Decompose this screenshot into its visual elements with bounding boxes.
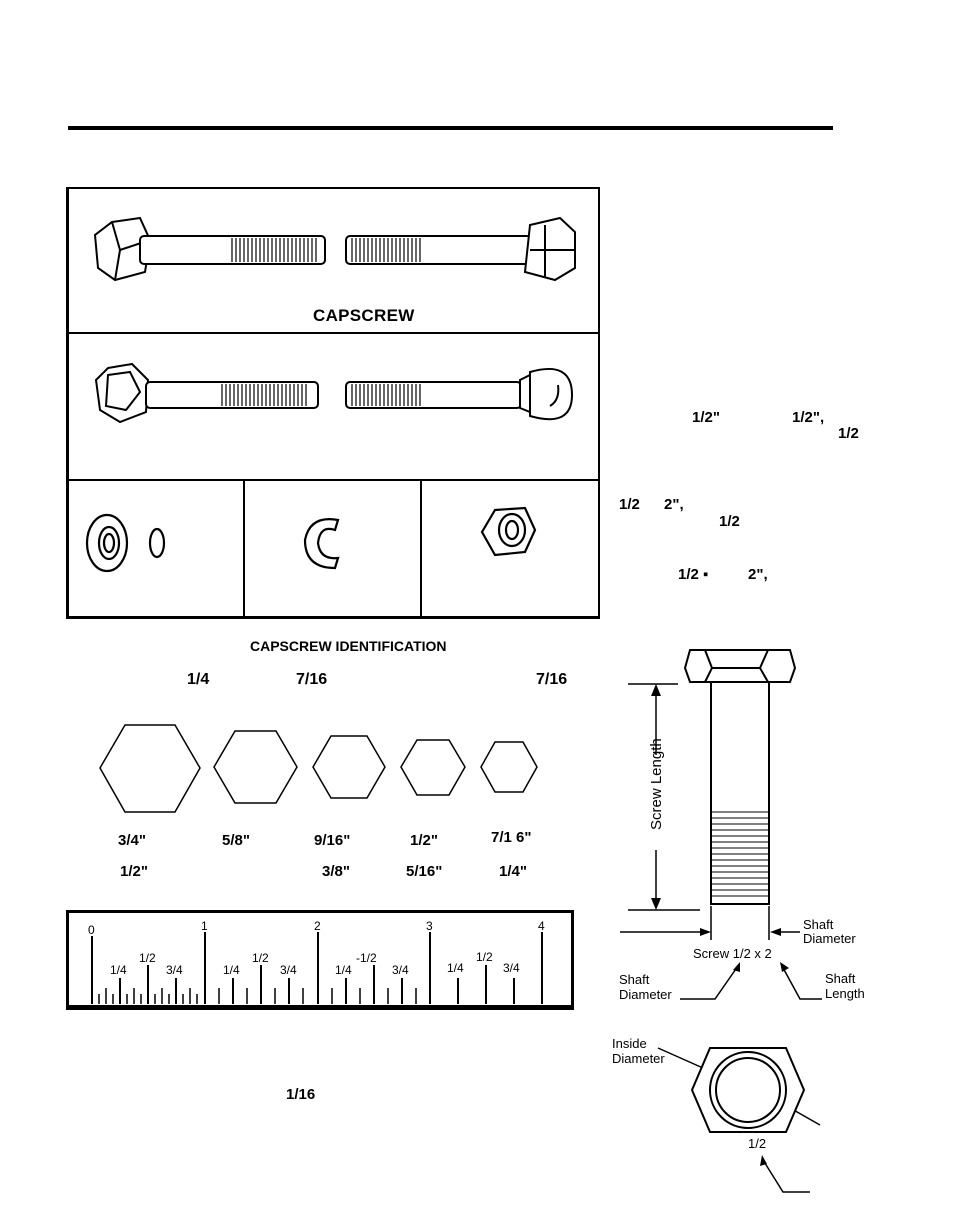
nut-size-label: 1/2 xyxy=(748,1136,767,1151)
ruler-sub-3-half: -1/2 xyxy=(356,951,377,965)
ruler-sub-1-quarter: 1/4 xyxy=(110,963,127,977)
ruler-sub-1-three-quarter: 3/4 xyxy=(166,963,183,977)
ruler-sub-3-quarter: 1/4 xyxy=(335,963,352,977)
hex-size-top-2: 5/8" xyxy=(222,832,250,849)
panel-divider-1 xyxy=(69,332,598,334)
panel-divider-v1 xyxy=(243,480,245,616)
shaft-diameter-right-line1: Shaft xyxy=(803,917,834,932)
right-frac-b: 1/2", xyxy=(792,409,825,426)
shaft-diameter-left-line1: Shaft xyxy=(619,972,650,987)
ident-frac-1: 1/4 xyxy=(187,671,210,688)
ruler-inch-1: 1 xyxy=(201,919,208,933)
ruler-sub-4-quarter: 1/4 xyxy=(447,961,464,975)
ruler-sub-2-quarter: 1/4 xyxy=(223,963,240,977)
right-frac-d: 1/2 xyxy=(619,496,640,513)
screw-size-label: Screw 1/2 x 2 xyxy=(693,946,772,961)
header-rule xyxy=(68,126,833,130)
right-frac-g: 1/2 ▪ xyxy=(678,566,709,583)
shaft-diameter-left-line2: Diameter xyxy=(619,987,672,1002)
ruler-sub-1-half: 1/2 xyxy=(139,951,156,965)
ruler-inch-2: 2 xyxy=(314,919,321,933)
hex-size-top-1: 3/4" xyxy=(118,832,146,849)
hex-size-bottom-1: 1/2" xyxy=(120,863,148,880)
right-frac-c: 1/2 xyxy=(838,425,859,442)
ruler-sub-3-three-quarter: 3/4 xyxy=(392,963,409,977)
ident-frac-3: 7/16 xyxy=(536,671,568,688)
hex-head-3-4 xyxy=(99,724,201,813)
right-frac-f: 1/2 xyxy=(719,513,740,530)
ruler-inch-4: 4 xyxy=(538,919,545,933)
panel-divider-v2 xyxy=(420,480,422,616)
identification-title: CAPSCREW IDENTIFICATION xyxy=(250,638,447,654)
capscrew-label: CAPSCREW xyxy=(313,306,415,325)
inside-diameter-line1: Inside xyxy=(612,1036,647,1051)
ruler-sub-2-three-quarter: 3/4 xyxy=(280,963,297,977)
bottom-frac: 1/16 xyxy=(286,1086,316,1103)
hex-head-5-8 xyxy=(213,730,298,804)
ruler-sub-4-three-quarter: 3/4 xyxy=(503,961,520,975)
right-frac-a: 1/2" xyxy=(692,409,720,426)
hex-head-1-2 xyxy=(400,739,466,796)
hex-size-top-4: 1/2" xyxy=(410,832,438,849)
right-frac-e: 2", xyxy=(664,496,684,513)
ruler-inch-3: 3 xyxy=(426,919,433,933)
ident-frac-2: 7/16 xyxy=(296,671,328,688)
hex-size-bottom-4: 5/16" xyxy=(406,863,443,880)
ruler xyxy=(66,910,574,1010)
hardware-panel xyxy=(66,187,600,619)
panel-divider-2 xyxy=(69,479,598,481)
hex-size-bottom-3: 3/8" xyxy=(322,863,350,880)
inside-diameter-line2: Diameter xyxy=(612,1051,665,1066)
shaft-diameter-right-line2: Diameter xyxy=(803,931,856,946)
shaft-length-line2: Length xyxy=(825,986,865,1001)
right-frac-h: 2", xyxy=(748,566,768,583)
ruler-sub-2-half: 1/2 xyxy=(252,951,269,965)
hex-head-7-16 xyxy=(480,741,538,793)
hex-head-9-16 xyxy=(312,735,386,799)
shaft-length-line1: Shaft xyxy=(825,971,856,986)
hex-size-top-5: 7/1 6" xyxy=(491,829,532,846)
hex-size-top-3: 9/16" xyxy=(314,832,351,849)
hex-size-bottom-5: 1/4" xyxy=(499,863,527,880)
ruler-inch-0: 0 xyxy=(88,923,95,937)
screw-length-label: Screw Length xyxy=(648,738,665,830)
ruler-sub-4-half: 1/2 xyxy=(476,950,493,964)
